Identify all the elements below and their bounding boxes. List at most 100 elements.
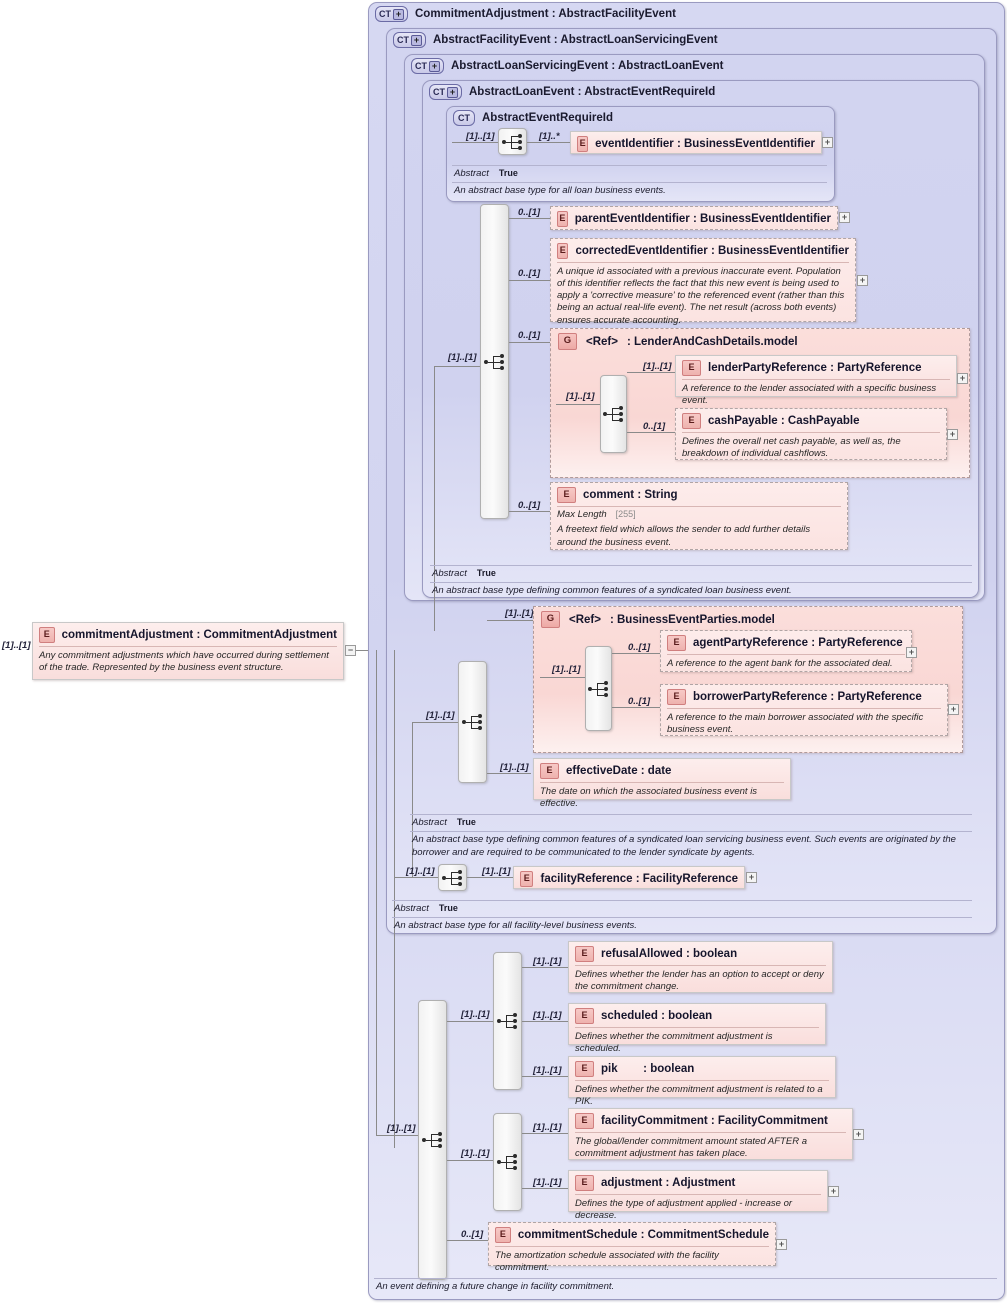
cardinality-label-adjustment: [1]..[1] (533, 1177, 562, 1188)
sequence-compositor-loanservicing[interactable] (458, 661, 487, 783)
element-title-row: E effectiveDate : date (534, 759, 790, 782)
element-box-adjustment[interactable]: E adjustment : Adjustment Defines the ty… (568, 1170, 828, 1221)
sequence-compositor-lenderandcashdetails[interactable] (600, 375, 627, 453)
element-box-commitmentadjustment-root[interactable]: E commitmentAdjustment : CommitmentAdjus… (32, 622, 344, 680)
cardinality-label-parenteventidentifier: 0..[1] (518, 207, 541, 218)
element-box-comment[interactable]: E comment : String Max Length[255] A fre… (550, 482, 848, 550)
expand-toggle-borrowerpartyreference[interactable]: + (948, 704, 959, 715)
sequence-compositor-commitment-inner-top[interactable] (493, 952, 522, 1090)
connector-line (412, 722, 458, 723)
element-title: scheduled : boolean (601, 1010, 713, 1022)
ct-badge-icon: CT+ (429, 84, 462, 100)
connector-line (447, 1160, 493, 1161)
documentation-row: An event defining a future change in fac… (374, 1278, 997, 1295)
sequence-icon (461, 714, 484, 730)
ct-badge-text: CT (458, 112, 470, 123)
element-box-refusalallowed[interactable]: E refusalAllowed : boolean Defines wheth… (568, 941, 833, 993)
ct-badge-text: CT (433, 86, 445, 97)
expand-toggle-adjustment[interactable]: + (828, 1186, 839, 1197)
group-badge-icon: G (541, 611, 560, 628)
group-ref-label: <Ref> (586, 335, 618, 348)
element-box-parenteventidentifier[interactable]: E parentEventIdentifier : BusinessEventI… (550, 206, 838, 230)
element-documentation: Defines whether the commitment adjustmen… (575, 1027, 819, 1059)
element-box-cashpayable[interactable]: E cashPayable : CashPayable Defines the … (675, 408, 947, 460)
expand-toggle-correctedeventidentifier[interactable]: + (857, 275, 868, 286)
expand-toggle-cashpayable[interactable]: + (947, 429, 958, 440)
expand-toggle-facilitycommitment[interactable]: + (853, 1129, 864, 1140)
connector-line (509, 511, 550, 512)
element-documentation: A freetext field which allows the sender… (557, 524, 811, 548)
sequence-compositor-facilityevent[interactable] (438, 864, 467, 891)
expand-toggle-agentpartyreference[interactable]: + (906, 647, 917, 658)
expand-toggle-facilityreference[interactable]: + (746, 872, 757, 883)
element-box-facilitycommitment[interactable]: E facilityCommitment : FacilityCommitmen… (568, 1108, 853, 1160)
group-title: : BusinessEventParties.model (609, 613, 775, 626)
element-box-eventidentifier[interactable]: E eventIdentifier : BusinessEventIdentif… (570, 131, 822, 154)
element-title: cashPayable : CashPayable (708, 415, 860, 427)
expand-toggle-eventidentifier[interactable]: + (822, 137, 833, 148)
collapse-toggle-root[interactable]: − (345, 645, 356, 656)
cardinality-label-seq-loanevent: [1]..[1] (448, 352, 477, 363)
element-documentation: The global/lender commitment amount stat… (575, 1132, 846, 1164)
element-box-agentpartyreference[interactable]: E agentPartyReference : PartyReference A… (660, 630, 912, 672)
element-box-effectivedate[interactable]: E effectiveDate : date The date on which… (533, 758, 791, 809)
element-badge-icon: E (667, 689, 686, 705)
connector-line (394, 877, 438, 878)
cardinality-label-seq-loanservicing: [1]..[1] (426, 710, 455, 721)
connector-line (434, 366, 480, 367)
element-box-scheduled[interactable]: E scheduled : boolean Defines whether th… (568, 1003, 826, 1054)
connector-line (509, 218, 550, 219)
element-box-borrowerpartyreference[interactable]: E borrowerPartyReference : PartyReferenc… (660, 684, 948, 736)
element-box-correctedeventidentifier[interactable]: E correctedEventIdentifier : BusinessEve… (550, 238, 856, 326)
cardinality-label-facilityreference: [1]..[1] (482, 866, 511, 877)
connector-line (376, 650, 377, 1135)
expand-toggle-parenteventidentifier[interactable]: + (839, 212, 850, 223)
element-title-row: E comment : String (551, 483, 847, 506)
expand-toggle-lenderpartyreference[interactable]: + (957, 373, 968, 384)
ct-badge-icon: CT (453, 110, 475, 126)
element-title: facilityCommitment : FacilityCommitment (601, 1115, 828, 1127)
complextype-header-abstractloanservicingevent: CT+ AbstractLoanServicingEvent : Abstrac… (411, 58, 723, 74)
cardinality-label-lenderandcashdetails: 0..[1] (518, 330, 541, 341)
element-box-pik[interactable]: E pik : boolean Defines whether the comm… (568, 1056, 836, 1107)
ct-badge-icon: CT+ (375, 6, 408, 22)
plus-icon[interactable]: + (447, 86, 458, 98)
plus-icon[interactable]: + (393, 8, 404, 20)
cardinality-label-seq-facilityevent: [1]..[1] (406, 866, 435, 877)
expand-toggle-commitmentschedule[interactable]: + (776, 1239, 787, 1250)
plus-icon[interactable]: + (429, 60, 440, 72)
element-documentation: Defines the overall net cash payable, as… (682, 432, 940, 464)
element-box-commitmentschedule[interactable]: E commitmentSchedule : CommitmentSchedul… (488, 1222, 776, 1273)
cardinality-label-correctedeventidentifier: 0..[1] (518, 268, 541, 279)
element-title: eventIdentifier : BusinessEventIdentifie… (595, 138, 815, 150)
element-box-facilityreference[interactable]: E facilityReference : FacilityReference (513, 866, 745, 889)
connector-line (412, 722, 413, 877)
element-title: parentEventIdentifier : BusinessEventIde… (574, 213, 831, 225)
element-title: comment : String (583, 489, 678, 501)
element-documentation: A reference to the main borrower associa… (667, 708, 941, 740)
sequence-compositor-loanevent[interactable] (480, 204, 509, 519)
cardinality-label-lenderpartyreference: [1]..[1] (643, 361, 672, 372)
sequence-compositor-commitment-outer[interactable] (418, 1000, 447, 1280)
connector-line (522, 1021, 568, 1022)
cardinality-label-facilitycommitment: [1]..[1] (533, 1122, 562, 1133)
element-title: lenderPartyReference : PartyReference (708, 362, 922, 374)
sequence-compositor-eventrequireid[interactable] (498, 128, 527, 155)
connector-line (509, 280, 550, 281)
group-badge-icon: G (558, 333, 577, 350)
element-box-lenderpartyreference[interactable]: E lenderPartyReference : PartyReference … (675, 355, 957, 406)
element-badge-icon: E (682, 413, 701, 429)
complextype-title: CommitmentAdjustment : AbstractFacilityE… (415, 8, 676, 20)
cardinality-label-borrowerpartyreference: 0..[1] (628, 696, 651, 707)
connector-line (612, 707, 660, 708)
sequence-compositor-commitment-inner-bottom[interactable] (493, 1113, 522, 1211)
plus-icon[interactable]: + (411, 34, 422, 46)
element-title: borrowerPartyReference : PartyReference (693, 691, 922, 703)
sequence-icon (483, 353, 506, 370)
cardinality-label-cashpayable: 0..[1] (643, 421, 666, 432)
element-documentation: The amortization schedule associated wit… (495, 1246, 769, 1278)
sequence-compositor-businesseventparties[interactable] (585, 646, 612, 731)
